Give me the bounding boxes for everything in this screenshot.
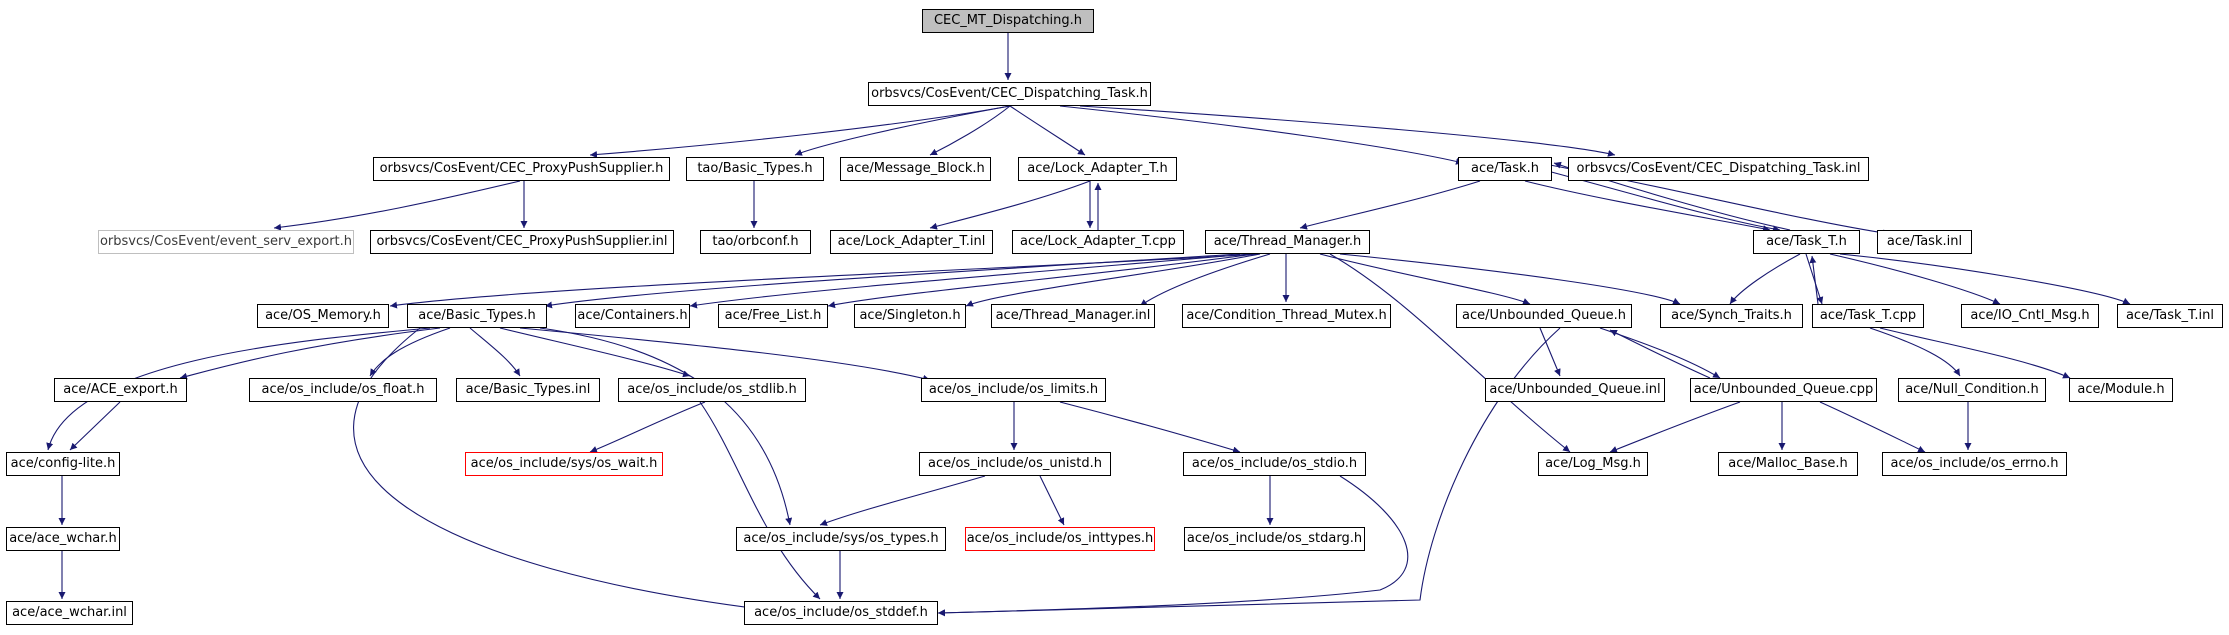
node-basic-types-inl[interactable]: ace/Basic_Types.inl [456,378,600,402]
dependency-edge [1059,105,1464,165]
node-lock-adapter-t-inl[interactable]: ace/Lock_Adapter_T.inl [830,230,993,254]
node-task-t-h[interactable]: ace/Task_T.h [1753,230,1860,254]
node-ace-wchar-inl[interactable]: ace/ace_wchar.inl [6,601,133,625]
node-os-stdlib-h[interactable]: ace/os_include/os_stdlib.h [618,378,806,402]
node-ace-export-h[interactable]: ace/ACE_export.h [54,378,187,402]
node-lock-adapter-t-cpp[interactable]: ace/Lock_Adapter_T.cpp [1012,230,1184,254]
dependency-edge [369,327,451,377]
node-os-unistd-h[interactable]: ace/os_include/os_unistd.h [919,452,1111,476]
dependency-edge [794,105,1011,156]
dependency-edge [499,327,691,378]
node-thread-manager-h[interactable]: ace/Thread_Manager.h [1205,230,1370,254]
dependency-edge [1299,180,1481,230]
dependency-edge [46,327,431,451]
dependency-edge [1319,253,1531,305]
dependency-edge [937,475,1409,617]
node-proxy-push-supplier-inl[interactable]: orbsvcs/CosEvent/CEC_ProxyPushSupplier.i… [370,230,674,254]
dependency-edge [929,105,1011,156]
dependency-edge [1059,401,1241,454]
dependency-edge [1839,253,2131,305]
dependency-edge [1609,401,1741,453]
dependency-edge [1139,253,1271,307]
node-thread-manager-inl[interactable]: ace/Thread_Manager.inl [991,304,1155,328]
node-os-stdio-h[interactable]: ace/os_include/os_stdio.h [1183,452,1366,476]
dependency-edge [273,180,521,231]
dependency-edge [699,401,821,600]
dependency-edge [1879,327,2071,379]
dependency-edge [589,401,706,453]
node-log-msg-h[interactable]: ace/Log_Msg.h [1538,452,1648,476]
node-io-cntl-msg-h[interactable]: ace/IO_Cntl_Msg.h [1961,304,2099,328]
node-os-stddef-h[interactable]: ace/os_include/os_stddef.h [744,601,938,625]
dependency-edge [827,253,1256,309]
dependency-edge [469,327,521,377]
node-os-limits-h[interactable]: ace/os_include/os_limits.h [921,378,1106,402]
node-message-block-h[interactable]: ace/Message_Block.h [840,157,991,181]
dependency-edge [929,180,1091,230]
node-os-float-h[interactable]: ace/os_include/os_float.h [249,378,437,402]
dependency-edge [589,105,1011,158]
dependency-edge [1829,253,2001,305]
node-containers-h[interactable]: ace/Containers.h [575,304,690,328]
node-malloc-base-h[interactable]: ace/Malloc_Base.h [1718,452,1858,476]
dependency-edge [1539,327,1561,377]
dependency-edge [539,327,793,526]
dependency-edge [519,327,931,382]
node-root: CEC_MT_Dispatching.h [922,9,1094,33]
dependency-edge [1009,105,1086,156]
node-task-t-cpp[interactable]: ace/Task_T.cpp [1812,304,1924,328]
node-event-serv-export-h[interactable]: orbsvcs/CosEvent/event_serv_export.h [98,230,354,254]
dependency-edge [1729,253,1801,305]
node-os-memory-h[interactable]: ace/OS_Memory.h [257,304,389,328]
dependency-edge [965,253,1261,307]
node-task-t-inl[interactable]: ace/Task_T.inl [2117,304,2223,328]
dependency-edge [544,253,1241,309]
node-config-lite-h[interactable]: ace/config-lite.h [6,452,120,476]
node-os-inttypes-h[interactable]: ace/os_include/os_inttypes.h [965,527,1155,551]
dependency-edge [689,253,1251,309]
node-proxy-push-supplier-h[interactable]: orbsvcs/CosEvent/CEC_ProxyPushSupplier.h [373,157,670,181]
node-free-list-h[interactable]: ace/Free_List.h [718,304,828,328]
dependency-edge [1339,253,1681,305]
dependency-edge [1079,105,1616,157]
dependency-edge [1819,401,1926,453]
node-dispatching-task-inl[interactable]: orbsvcs/CosEvent/CEC_Dispatching_Task.in… [1568,157,1869,181]
dependency-edge [1599,327,1721,379]
node-module-h[interactable]: ace/Module.h [2069,378,2173,402]
node-unbounded-queue-h[interactable]: ace/Unbounded_Queue.h [1456,304,1632,328]
dependency-edge [937,327,1561,617]
node-os-types-h[interactable]: ace/os_include/sys/os_types.h [736,527,946,551]
node-task-h[interactable]: ace/Task.h [1458,157,1552,181]
dependency-edge [1805,253,1824,305]
dependency-edge [179,327,441,380]
node-tao-basic-types-h[interactable]: tao/Basic_Types.h [686,157,824,181]
dependency-edge [1039,475,1065,526]
node-condition-thread-mutex-h[interactable]: ace/Condition_Thread_Mutex.h [1182,304,1391,328]
dependency-edge [819,475,986,526]
node-dispatching-task-h[interactable]: orbsvcs/CosEvent/CEC_Dispatching_Task.h [868,82,1151,106]
dependency-edge [1809,255,1819,305]
node-lock-adapter-t-h[interactable]: ace/Lock_Adapter_T.h [1018,157,1177,181]
node-os-stdarg-h[interactable]: ace/os_include/os_stdarg.h [1184,527,1365,551]
dependency-edge [1869,327,1961,377]
dependency-edge [1609,329,1711,379]
node-unbounded-queue-cpp[interactable]: ace/Unbounded_Queue.cpp [1690,378,1877,402]
dependency-edge [69,401,121,451]
node-task-inl[interactable]: ace/Task.inl [1877,230,1972,254]
node-ace-wchar-h[interactable]: ace/ace_wchar.h [6,527,120,551]
node-unbounded-queue-inl[interactable]: ace/Unbounded_Queue.inl [1485,378,1665,402]
node-null-condition-h[interactable]: ace/Null_Condition.h [1898,378,2046,402]
dependency-edge [1524,180,1771,233]
node-synch-traits-h[interactable]: ace/Synch_Traits.h [1660,304,1803,328]
node-singleton-h[interactable]: ace/Singleton.h [854,304,966,328]
node-ace-basic-types-h[interactable]: ace/Basic_Types.h [407,304,547,328]
node-os-wait-h[interactable]: ace/os_include/sys/os_wait.h [465,452,663,476]
node-orbconf-h[interactable]: tao/orbconf.h [700,230,811,254]
dependency-edge [1329,253,1571,453]
node-os-errno-h[interactable]: ace/os_include/os_errno.h [1882,452,2067,476]
